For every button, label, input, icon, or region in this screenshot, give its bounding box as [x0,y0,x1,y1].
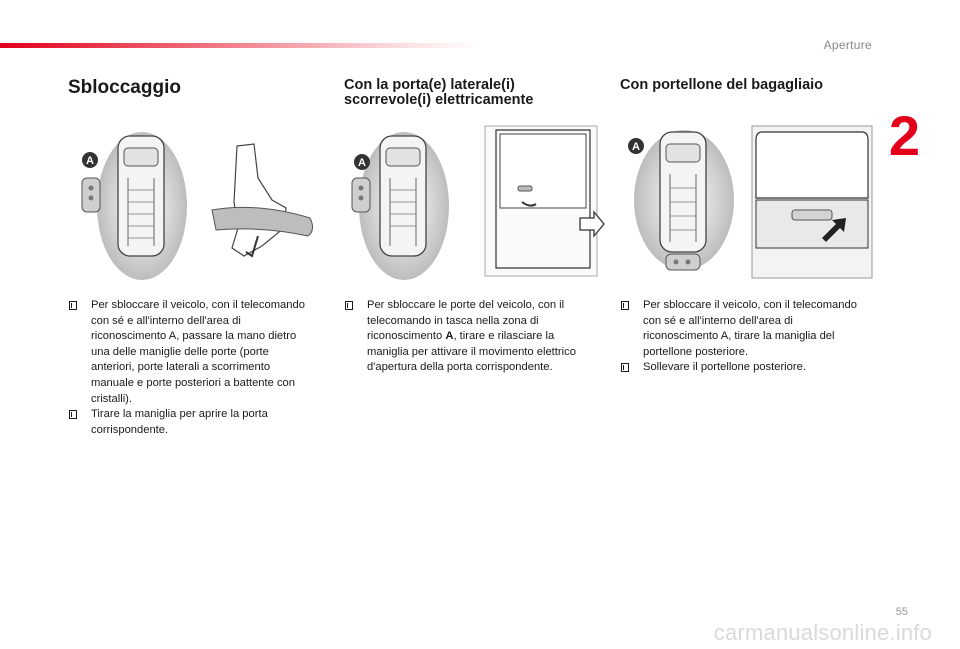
heading-sbloccaggio: Sbloccaggio [68,77,181,98]
key-fob-icon [81,177,101,213]
bullet-item: Tirare la maniglia per aprire la porta c… [68,407,308,438]
instructions-sbloccaggio: Per sbloccare il veicolo, con il telecom… [68,298,308,438]
checkbox-bullet-icon [621,363,629,373]
checkbox-bullet-icon [69,301,77,310]
car-top-view-icon [117,135,165,257]
instructions-portellone: Per sbloccare il veicolo, con il telecom… [620,298,860,376]
badge-a-icon: A [628,138,644,154]
column-sbloccaggio: Sbloccaggio [68,78,318,98]
bullet-item: Per sbloccare il veicolo, con il telecom… [68,298,308,407]
checkbox-bullet-icon [69,410,77,420]
tailgate-icon [751,125,873,279]
chapter-number: 2 [888,104,920,167]
sliding-door-icon [484,125,605,277]
bullet-item: Per sbloccare le porte del veicolo, con … [344,298,584,376]
svg-text:A: A [86,155,94,167]
badge-a-icon: A [354,154,370,170]
bullet-item: Sollevare il portellone posteriore. [620,360,860,376]
car-top-view-icon [379,135,427,257]
column-porta-laterale: Con la porta(e) laterale(i) scorrevole(i… [344,78,594,108]
section-label: Aperture [823,38,872,52]
illustration-sliding-door: A [351,125,605,280]
svg-text:A: A [358,157,366,169]
car-top-view-icon [659,131,707,253]
key-fob-icon [351,177,371,213]
svg-text:A: A [632,141,640,153]
bullet-item: Per sbloccare il veicolo, con il telecom… [620,298,860,360]
illustration-unlock-hand: A [81,132,314,280]
illustration-tailgate: A [628,125,873,279]
column-portellone: Con portellone del bagagliaio [620,78,870,93]
checkbox-bullet-icon [621,301,629,310]
checkbox-bullet-icon [345,301,353,310]
header-accent-bar [0,43,480,48]
hand-on-handle-icon [211,143,314,258]
instructions-porta-laterale: Per sbloccare le porte del veicolo, con … [344,298,584,376]
watermark: carmanualsonline.info [713,620,932,645]
page-number: 55 [895,606,908,618]
heading-porta-laterale: Con la porta(e) laterale(i) scorrevole(i… [344,77,534,108]
heading-portellone: Con portellone del bagagliaio [620,77,824,93]
badge-a-icon: A [82,152,98,168]
key-fob-icon [665,253,701,271]
